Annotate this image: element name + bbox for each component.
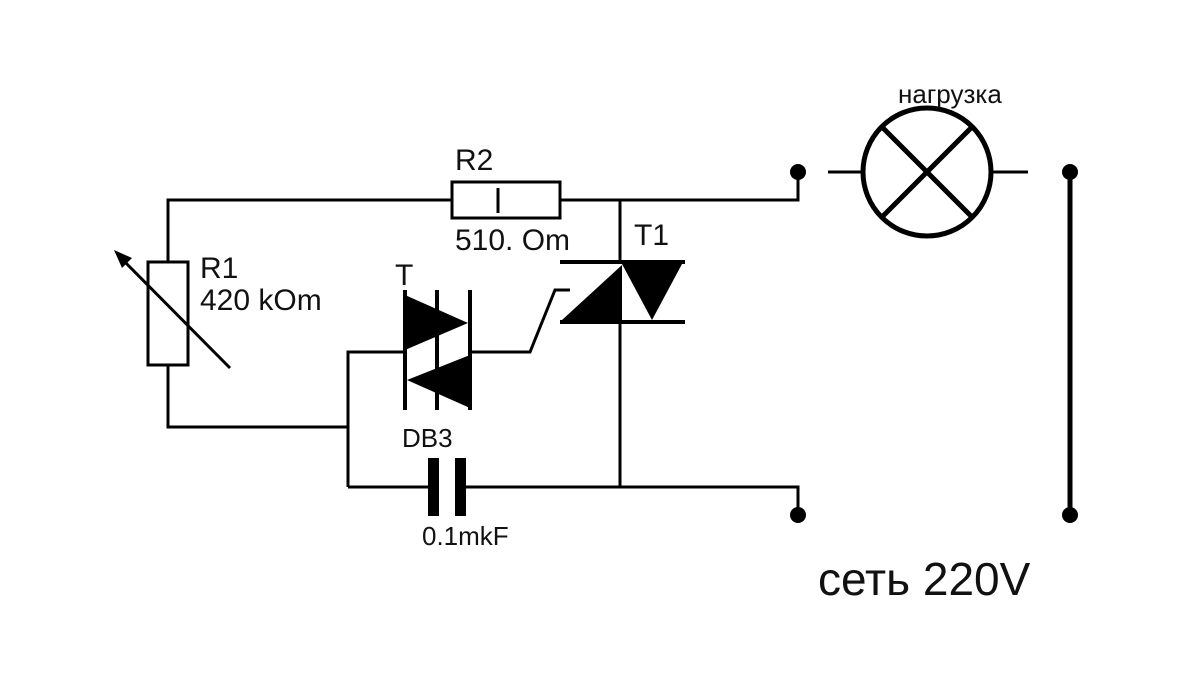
terminal-bottom-left [790,507,806,523]
lamp-load [860,105,994,239]
r1-value-label: 420 kOm [200,284,322,317]
r2-value-label: 510. Om [455,224,570,257]
capacitor [428,458,466,516]
terminal-top-left [790,164,806,180]
wire-gate [470,288,570,354]
wire-r1-bottom [166,365,348,429]
diac-t-label: T [395,259,413,292]
resistor-r2 [450,180,562,220]
diac-name-label: DB3 [402,423,453,453]
wire-bottom [348,485,800,515]
triac-t1 [560,260,685,324]
r2-name-label: R2 [455,144,493,177]
wires [166,170,1073,515]
triac-name-label: T1 [634,219,669,252]
terminal-bottom-right [1062,507,1078,523]
potentiometer-r1 [114,250,232,370]
r1-name-label: R1 [200,252,238,285]
mains-label: сеть 220V [818,553,1031,605]
diac-db3 [403,290,472,410]
terminals [790,164,1078,523]
capacitor-value-label: 0.1mkF [422,521,509,551]
terminal-top-right [1062,164,1078,180]
load-label: нагрузка [898,79,1002,109]
wire-diac-left [346,350,405,487]
wire-top-right [560,170,800,202]
